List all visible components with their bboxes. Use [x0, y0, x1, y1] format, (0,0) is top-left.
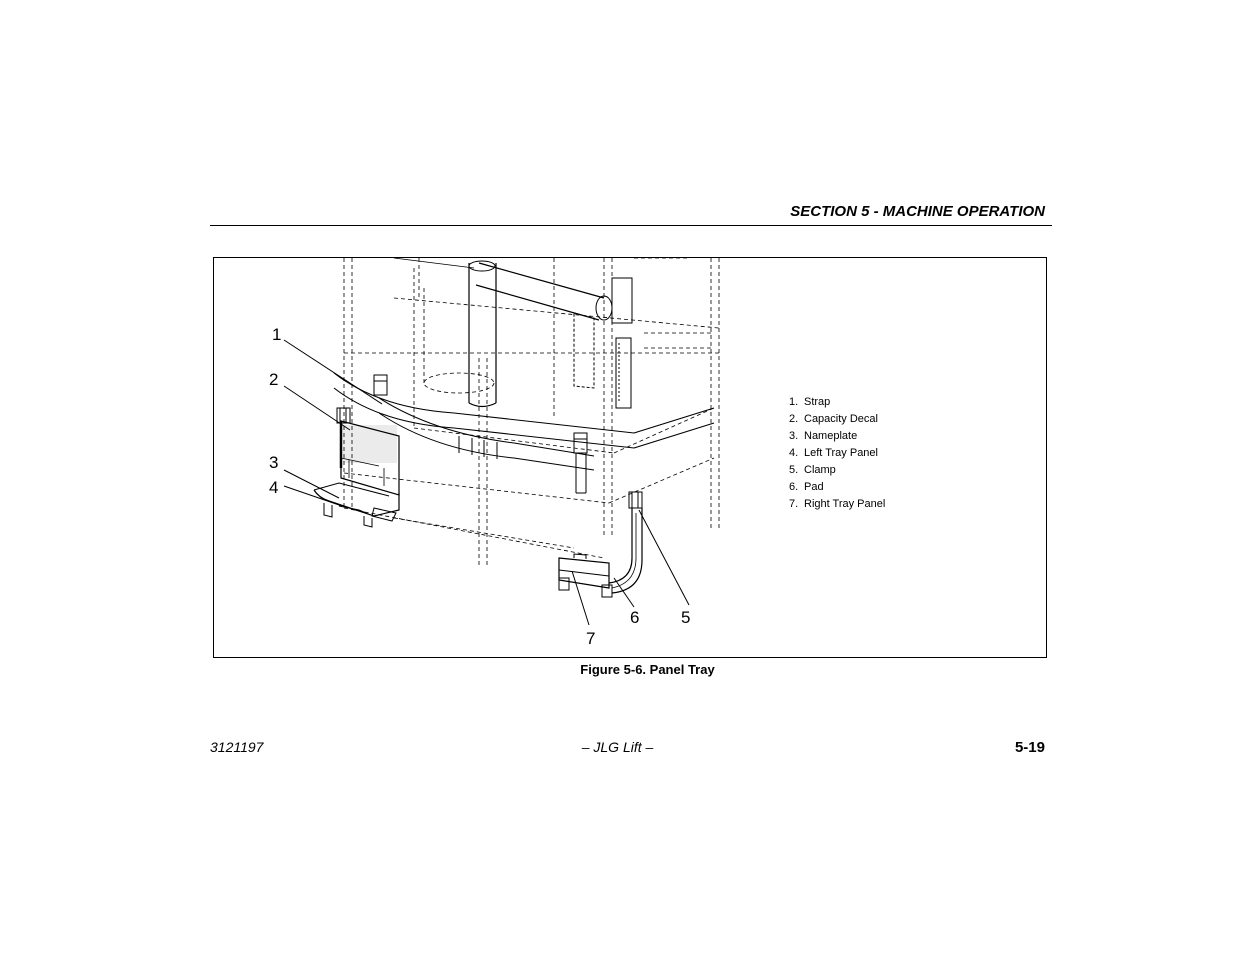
parts-legend: 1.Strap 2.Capacity Decal 3.Nameplate 4.L…	[789, 394, 885, 513]
legend-item: 7.Right Tray Panel	[789, 498, 886, 510]
legend-item: 2.Capacity Decal	[789, 413, 878, 425]
legend-item: 1.Strap	[789, 396, 831, 408]
callout-3: 3	[269, 453, 278, 472]
panel-tray-illustration: 1 2 3 4 5 6 7	[269, 258, 720, 648]
callout-7: 7	[586, 629, 595, 648]
header-divider	[210, 225, 1052, 226]
section-title: SECTION 5 - MACHINE OPERATION	[790, 203, 1045, 220]
legend-item: 5.Clamp	[789, 464, 836, 476]
callout-1: 1	[272, 325, 281, 344]
callout-5: 5	[681, 608, 690, 627]
callout-2: 2	[269, 370, 278, 389]
document-number: 3121197	[210, 739, 264, 755]
page-number: 5-19	[1014, 739, 1045, 756]
callout-4: 4	[269, 478, 278, 497]
callout-6: 6	[630, 608, 639, 627]
legend-item: 4.Left Tray Panel	[789, 447, 878, 459]
footer-brand: – JLG Lift –	[581, 739, 654, 755]
callout-labels: 1 2 3 4 5 6 7	[269, 325, 690, 648]
legend-item: 6.Pad	[789, 481, 824, 493]
legend-item: 3.Nameplate	[789, 430, 858, 442]
figure-panel-tray: 1 2 3 4 5 6 7 1.Strap 2.Capacity Decal 3…	[213, 257, 1047, 658]
figure-caption: Figure 5-6. Panel Tray	[580, 662, 715, 677]
